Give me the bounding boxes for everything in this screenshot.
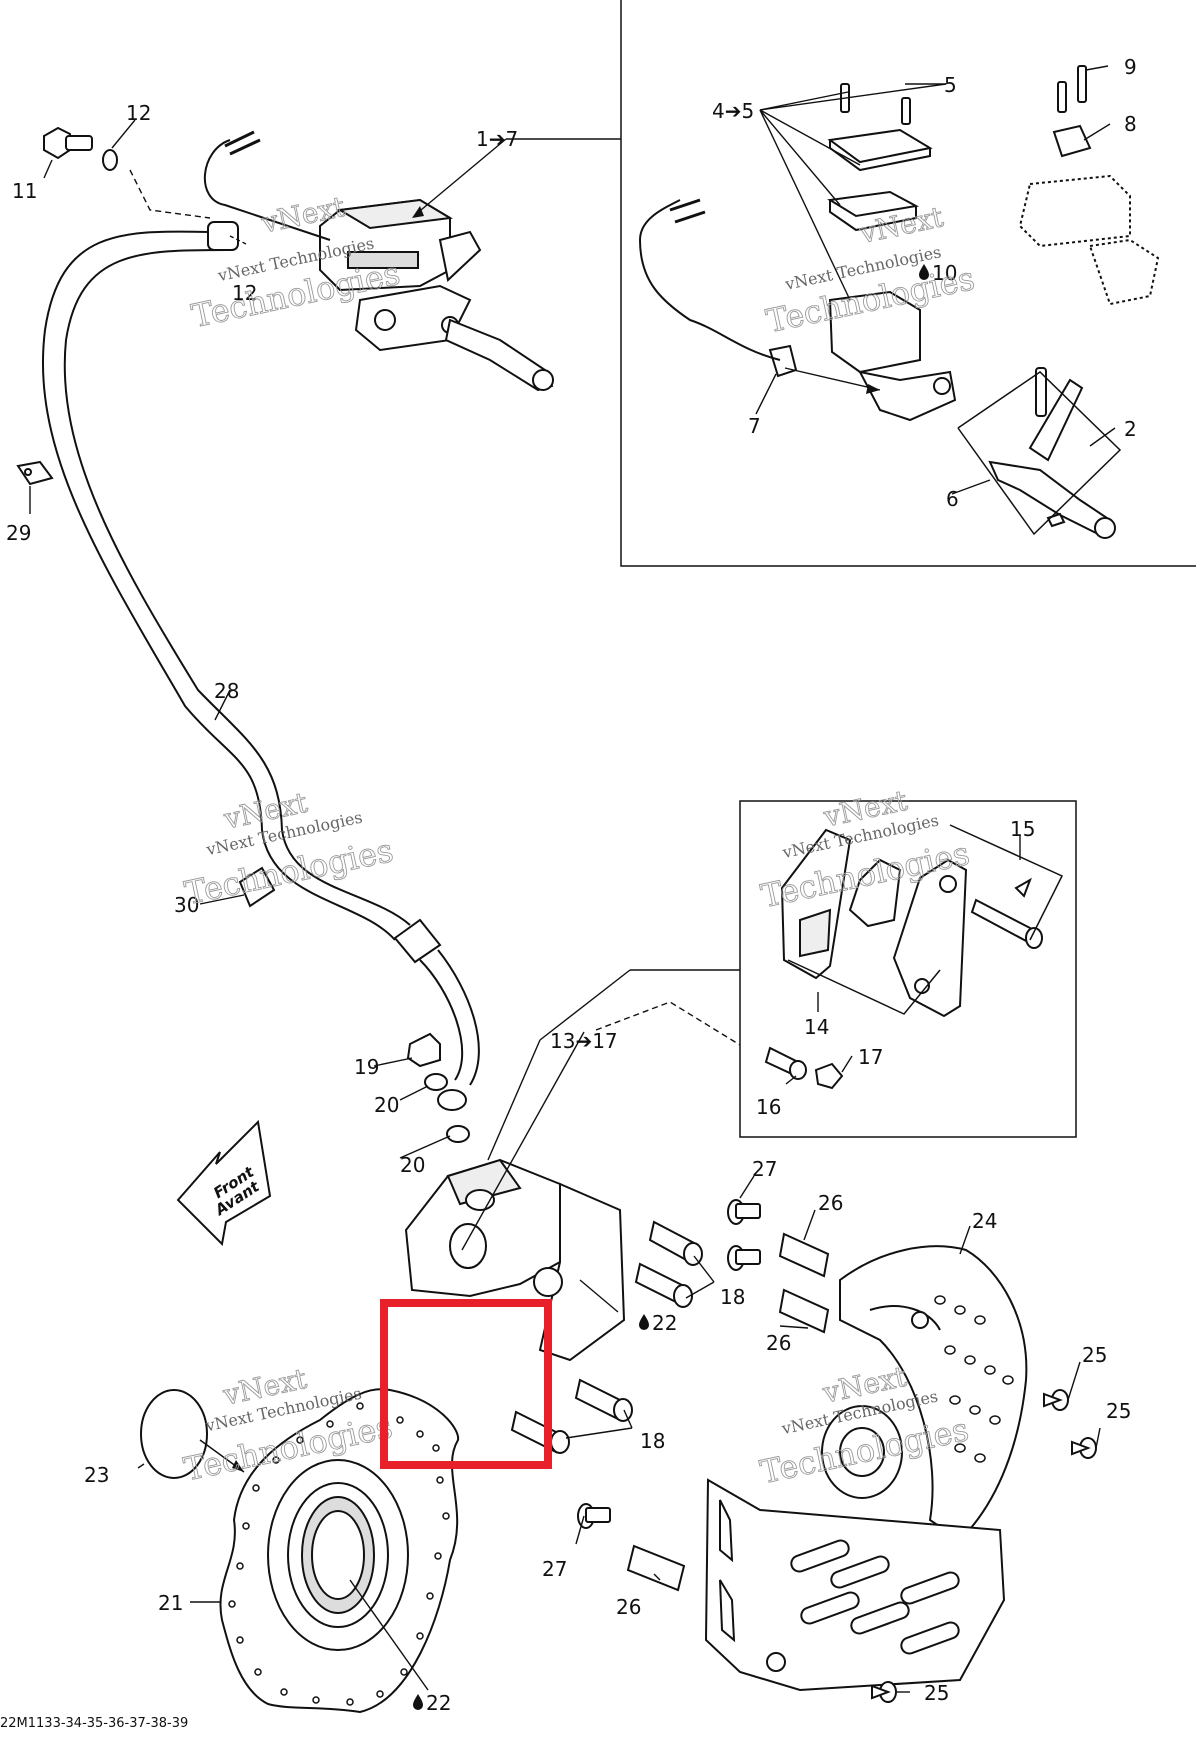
brake-disc-part-21 <box>219 1388 460 1714</box>
master-cylinder-assembly <box>43 126 554 392</box>
washer-part-20b <box>437 1089 467 1111</box>
reservoir-cover <box>827 128 933 172</box>
callout-20-lower: 20 <box>400 1153 425 1177</box>
callout-25: 25 <box>1082 1343 1107 1367</box>
o-ring-part-23 <box>140 1389 208 1479</box>
callout-18-lower: 18 <box>640 1429 665 1453</box>
callout-25-bottom: 25 <box>924 1681 949 1705</box>
guard-hub <box>821 1405 903 1499</box>
callout-17: 17 <box>858 1045 883 1069</box>
inset-box-brake-pads <box>739 800 1077 1138</box>
caliper-body <box>404 1158 561 1298</box>
brake-pad-right <box>892 858 968 1018</box>
callout-26-bottom: 26 <box>616 1595 641 1619</box>
inset-lever-group-frame <box>957 371 1122 536</box>
callout-12-alt: 12 <box>232 281 257 305</box>
callout-2: 2 <box>1124 417 1137 441</box>
callout-22-bottom-with-drop: 22 <box>413 1691 451 1715</box>
callout-10-with-drop: 10 <box>919 261 957 285</box>
diagram-code: 22M1133-34-35-36-37-38-39 <box>0 1716 189 1731</box>
callout-27-lower: 27 <box>542 1557 567 1581</box>
washer-part-20c <box>446 1125 470 1143</box>
callout-28: 28 <box>214 679 239 703</box>
callout-22-with-drop: 22 <box>639 1311 677 1335</box>
callout-10: 10 <box>932 261 957 285</box>
leader-lines <box>29 65 1116 1693</box>
disc-vent-holes <box>228 1402 450 1706</box>
callout-14: 14 <box>804 1015 829 1039</box>
callout-25-right: 25 <box>1106 1399 1131 1423</box>
pad-pin-part-15 <box>970 898 1036 944</box>
bolts-part-27 <box>577 1199 761 1529</box>
disc-guard-holes <box>934 1295 1014 1463</box>
callout-6: 6 <box>946 487 959 511</box>
handlebar-clamp-part-8 <box>1052 124 1092 158</box>
watermark-top-right: vNext vNext Technologies Technologies <box>762 200 978 341</box>
callout-21: 21 <box>158 1591 183 1615</box>
callout-23: 23 <box>84 1463 109 1487</box>
bleeder-cap-part-17 <box>814 1062 844 1090</box>
brake-switch-part-7 <box>768 344 798 378</box>
washer-part-20a <box>424 1073 448 1091</box>
washer-part-12 <box>102 149 118 171</box>
clamp-screws-part-9 <box>1057 65 1087 113</box>
callout-30: 30 <box>174 893 199 917</box>
highlight-box <box>380 1299 552 1469</box>
lever-pin-part-6 <box>1035 367 1047 417</box>
hose-clip-part-29 <box>16 460 54 486</box>
part-callouts: 11 12 12 1➔7 29 4➔5 5 9 8 10 7 2 6 28 30… <box>6 55 1137 1715</box>
master-cylinder-body <box>319 198 472 352</box>
callout-22: 22 <box>652 1311 677 1335</box>
screws-part-25 <box>871 1389 1097 1703</box>
brake-hose-part-28 <box>41 221 480 1086</box>
callout-5: 5 <box>944 73 957 97</box>
brake-light-wires <box>203 139 331 241</box>
inset-master-cylinder-exploded <box>638 65 1160 539</box>
inset-box-master-cylinder <box>620 0 1196 567</box>
reference-master-cylinder-dotted <box>1018 174 1131 248</box>
leader-arrowheads <box>232 206 880 1472</box>
callout-29: 29 <box>6 521 31 545</box>
callout-15: 15 <box>1010 817 1035 841</box>
callout-1-to-7: 1➔7 <box>476 127 518 151</box>
reservoir-body <box>828 290 921 374</box>
front-direction-arrow: Front Avant <box>176 1119 272 1247</box>
brake-lever <box>438 230 554 392</box>
callout-16: 16 <box>756 1095 781 1119</box>
hose-clip-part-30 <box>238 866 276 908</box>
callout-4-to-5: 4➔5 <box>712 99 754 123</box>
callout-20: 20 <box>374 1093 399 1117</box>
callout-27: 27 <box>752 1157 777 1181</box>
mounting-bracket <box>704 1478 1006 1692</box>
watermark-middle-left: vNext vNext Technologies Technologies <box>181 785 397 913</box>
callout-19: 19 <box>354 1055 379 1079</box>
callout-12: 12 <box>126 101 151 125</box>
reservoir-diaphragm <box>827 190 920 232</box>
pad-spring <box>848 858 902 928</box>
callout-18: 18 <box>720 1285 745 1309</box>
pad-group-frame <box>787 824 1064 1015</box>
callout-26-lower: 26 <box>766 1331 791 1355</box>
callout-8: 8 <box>1124 112 1137 136</box>
spacers-part-26 <box>626 1232 830 1592</box>
callout-24: 24 <box>972 1209 997 1233</box>
callout-13-to-17: 13➔17 <box>550 1029 618 1053</box>
callout-7: 7 <box>748 414 761 438</box>
bleeder-cap-part-19 <box>406 1032 441 1068</box>
callout-22-bottom: 22 <box>426 1691 451 1715</box>
callout-11: 11 <box>12 179 37 203</box>
inset-brake-pads <box>764 828 1043 1090</box>
callout-9: 9 <box>1124 55 1137 79</box>
callout-26: 26 <box>818 1191 843 1215</box>
banjo-bolt-part-11 <box>43 126 93 160</box>
